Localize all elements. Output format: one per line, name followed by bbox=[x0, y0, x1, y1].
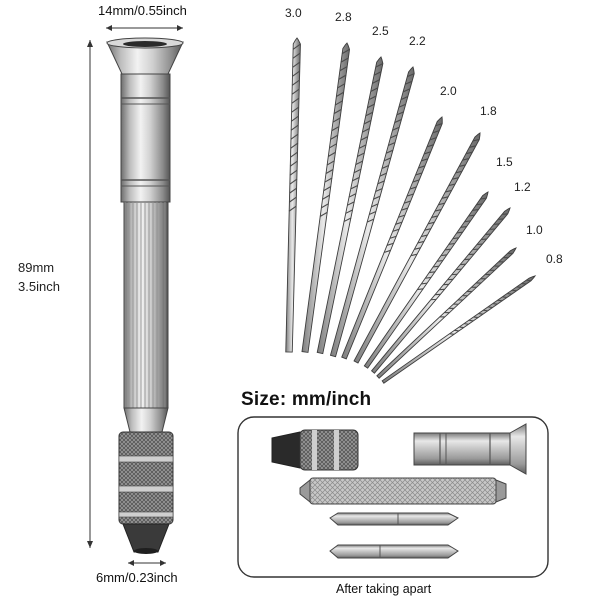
collet-chuck-part bbox=[329, 544, 459, 559]
drill-size-label: 2.2 bbox=[409, 34, 426, 48]
drill-bit bbox=[363, 191, 489, 369]
drill-size-label: 1.2 bbox=[514, 180, 531, 194]
drill-bit bbox=[301, 42, 351, 353]
pin-vise-drill bbox=[106, 37, 184, 554]
drill-bit bbox=[329, 66, 415, 358]
drill-size-label: 0.8 bbox=[546, 252, 563, 266]
parts-disassembled bbox=[271, 423, 527, 559]
drill-size-label: 1.8 bbox=[480, 104, 497, 118]
drill-bit bbox=[316, 56, 384, 355]
drill-bits-set bbox=[285, 37, 537, 384]
drill-size-label: 2.8 bbox=[335, 10, 352, 24]
dimension-lines bbox=[87, 25, 183, 566]
drill-size-label: 2.5 bbox=[372, 24, 389, 38]
length-label: 89mm 3.5inch bbox=[18, 258, 88, 296]
drill-bit bbox=[370, 207, 511, 374]
drill-bit bbox=[381, 275, 537, 384]
drill-size-label: 1.0 bbox=[526, 223, 543, 237]
drill-size-label: 1.5 bbox=[496, 155, 513, 169]
size-title: Size: mm/inch bbox=[241, 389, 372, 410]
drill-bit bbox=[285, 37, 301, 353]
length-mm-label: 89mm bbox=[18, 260, 55, 275]
disassembly-caption: After taking apart bbox=[336, 582, 432, 596]
drill-size-label: 2.0 bbox=[440, 84, 457, 98]
top-width-label: 14mm/0.55inch bbox=[98, 3, 187, 18]
length-inch-label: 3.5inch bbox=[18, 279, 60, 294]
drill-bit bbox=[353, 132, 481, 364]
drill-bit bbox=[341, 116, 443, 360]
barrel-cap-part bbox=[413, 423, 527, 475]
handle-part bbox=[299, 477, 507, 505]
drill-bit bbox=[376, 247, 517, 379]
drill-size-label: 3.0 bbox=[285, 6, 302, 20]
collet-part bbox=[271, 429, 359, 471]
collet-chuck-part bbox=[329, 512, 459, 526]
bottom-width-label: 6mm/0.23inch bbox=[96, 570, 178, 585]
